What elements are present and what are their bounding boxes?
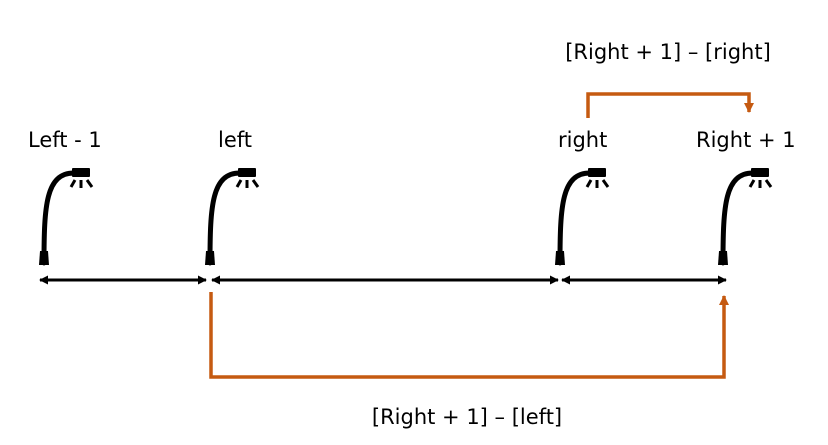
street-lamp-icon bbox=[555, 168, 608, 265]
label-right-plus-1: Right + 1 bbox=[696, 128, 796, 152]
bottom-difference-arrow bbox=[209, 292, 729, 379]
top-difference-arrow bbox=[586, 92, 754, 118]
street-lamp-icon bbox=[718, 168, 771, 265]
label-left: left bbox=[218, 128, 253, 152]
label-left-minus-1: Left - 1 bbox=[28, 128, 102, 152]
street-lamp-icon bbox=[39, 168, 92, 265]
street-lamp-icon bbox=[205, 168, 258, 265]
label-right: right bbox=[558, 128, 608, 152]
annotation-top: [Right + 1] – [right] bbox=[565, 40, 771, 64]
annotation-bottom: [Right + 1] – [left] bbox=[371, 405, 563, 429]
